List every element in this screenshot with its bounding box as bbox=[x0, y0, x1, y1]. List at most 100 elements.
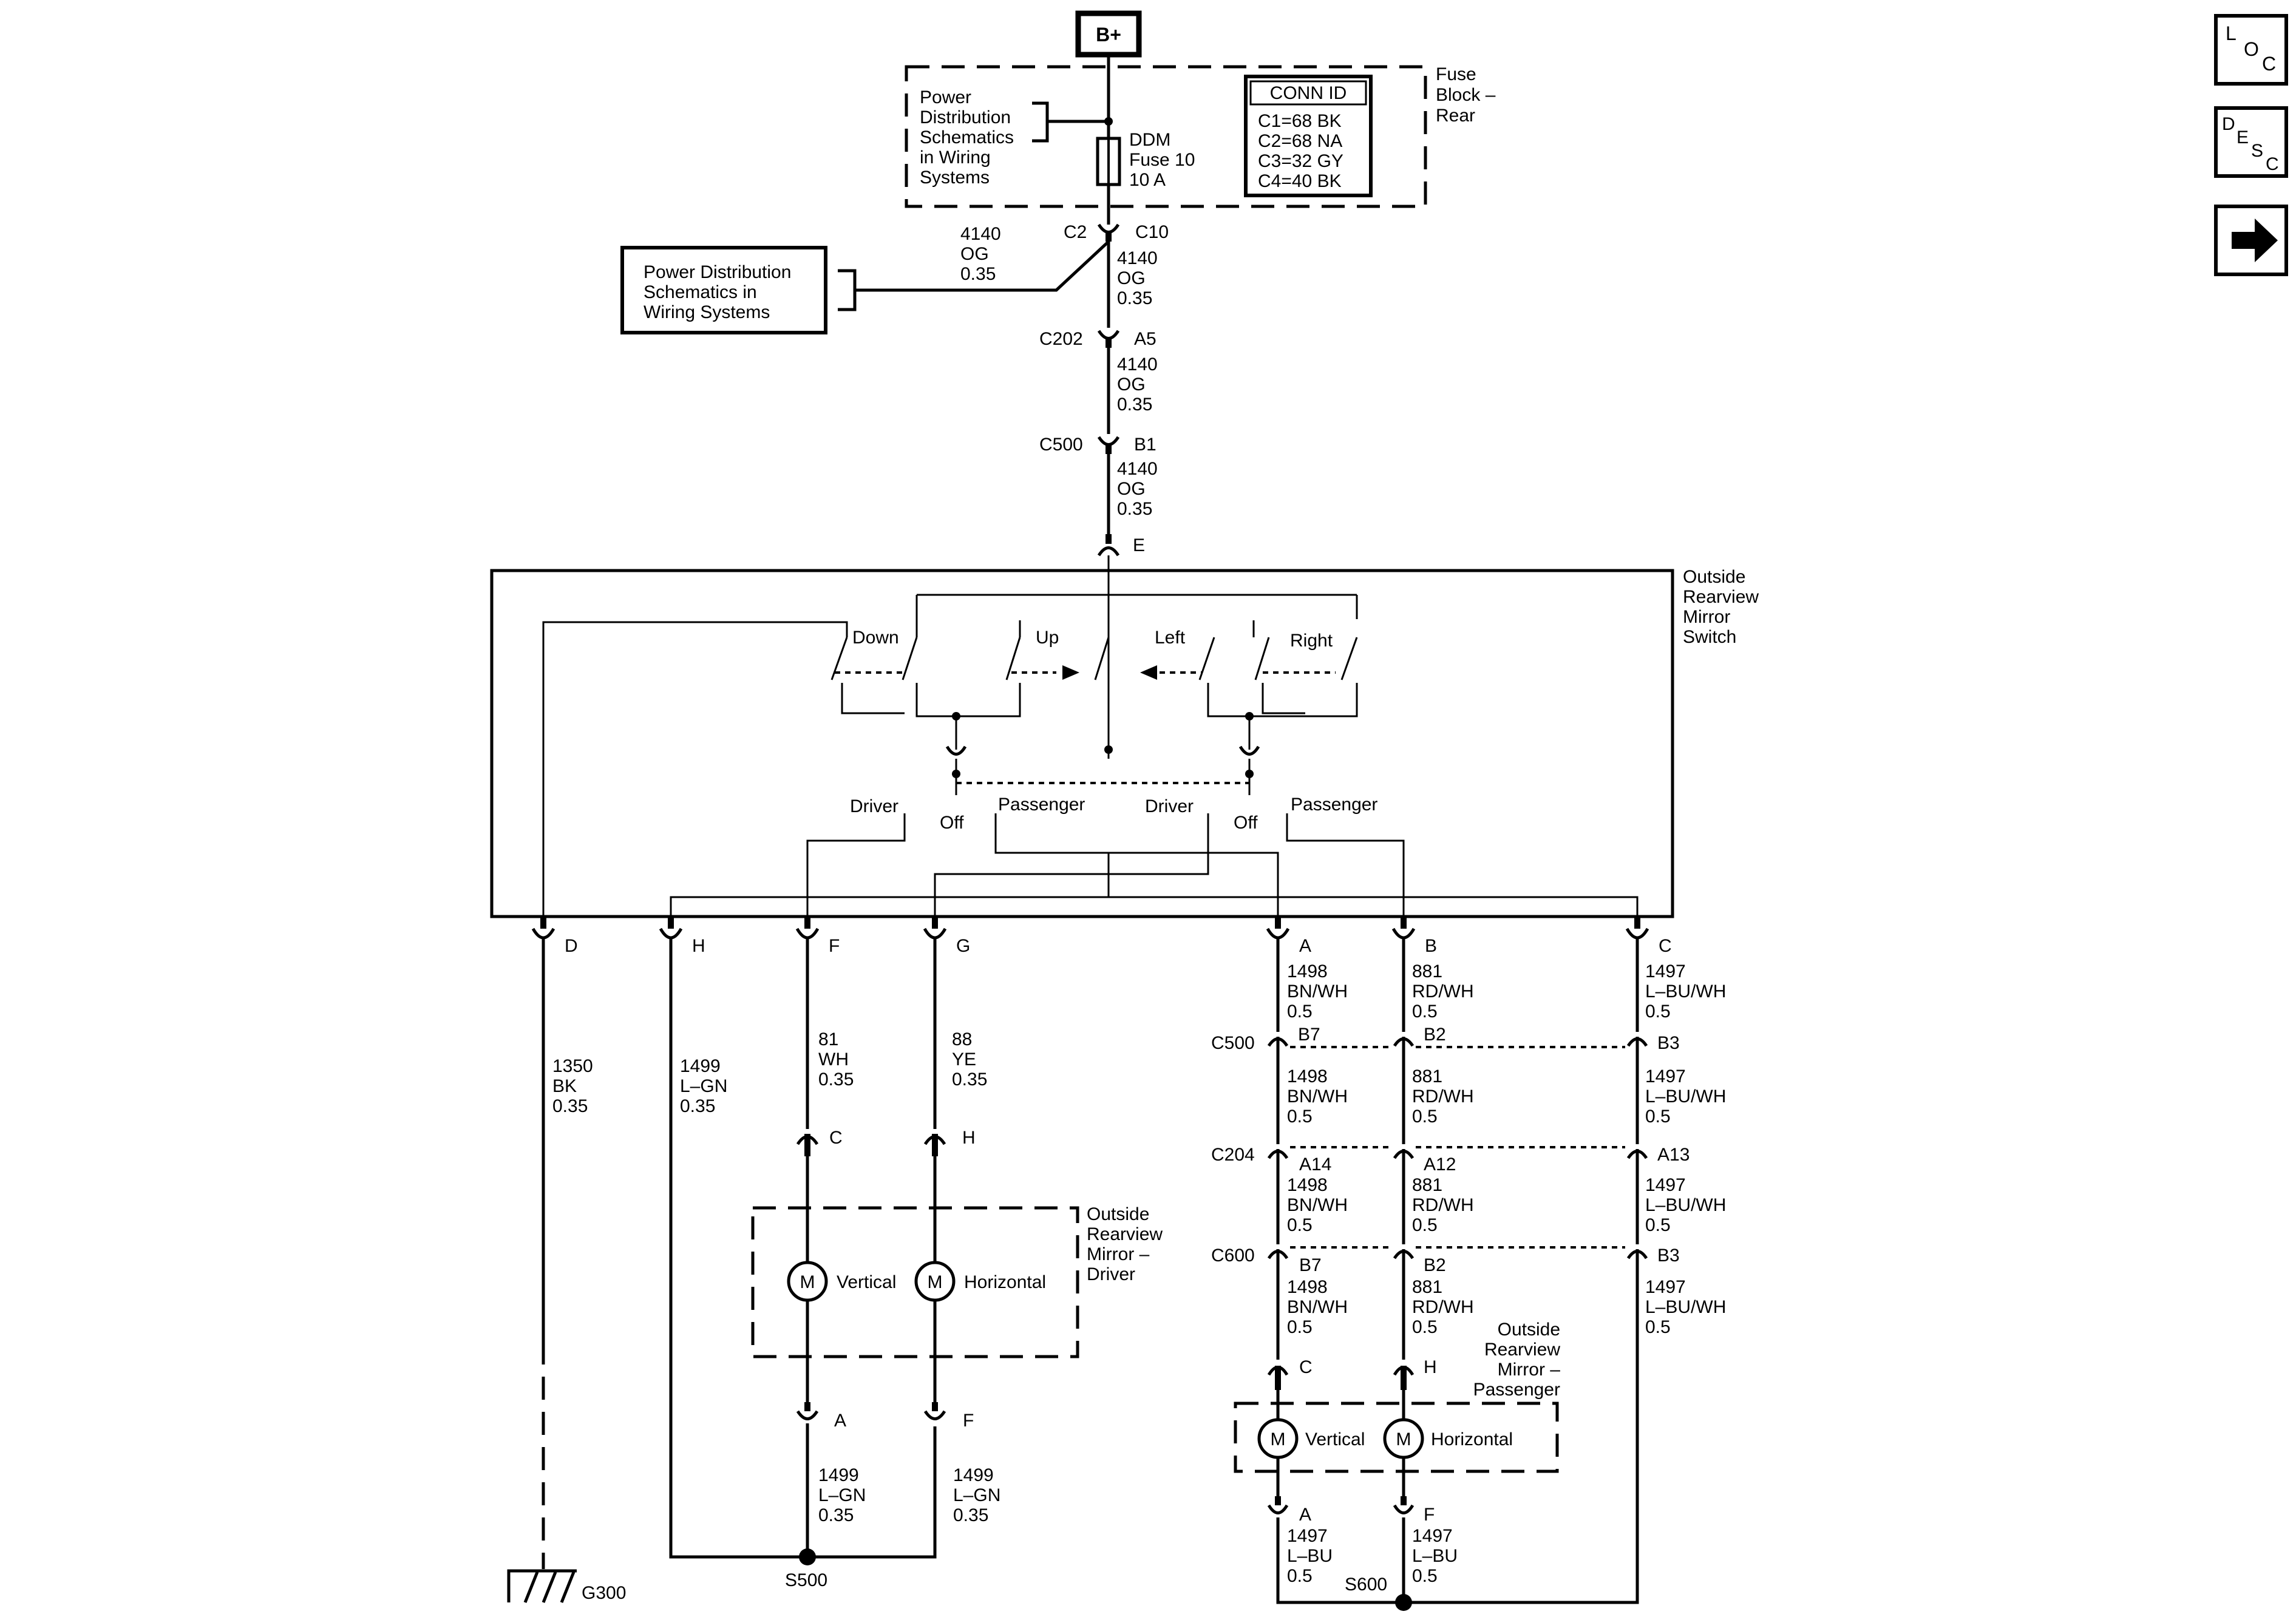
svg-text:B2: B2 bbox=[1424, 1025, 1446, 1045]
svg-text:G: G bbox=[956, 936, 970, 956]
fuse-block-title: Fuse Block – Rear bbox=[1436, 64, 1496, 126]
svg-text:Mirror –: Mirror – bbox=[1087, 1244, 1150, 1264]
svg-text:B+: B+ bbox=[1096, 24, 1121, 46]
svg-text:0.35: 0.35 bbox=[1117, 395, 1152, 415]
svg-text:C: C bbox=[2266, 154, 2279, 174]
svg-text:F: F bbox=[1424, 1505, 1435, 1525]
svg-text:0.35: 0.35 bbox=[1117, 288, 1152, 308]
wire-1499-a: 1499 L–GN 0.35 bbox=[818, 1465, 866, 1525]
svg-text:Outside: Outside bbox=[1498, 1320, 1560, 1340]
svg-text:C4=40 BK: C4=40 BK bbox=[1258, 171, 1342, 191]
svg-text:C202: C202 bbox=[1039, 329, 1083, 349]
svg-text:L–BU/WH: L–BU/WH bbox=[1645, 1086, 1726, 1107]
mirror-switch-title: Outside Rearview Mirror Switch bbox=[1683, 567, 1759, 647]
svg-text:1350: 1350 bbox=[552, 1056, 593, 1076]
svg-text:Passenger: Passenger bbox=[998, 795, 1085, 815]
svg-text:L–BU/WH: L–BU/WH bbox=[1645, 1195, 1726, 1215]
svg-text:0.35: 0.35 bbox=[1117, 499, 1152, 519]
right-arrow-icon bbox=[2232, 219, 2278, 262]
svg-text:0.35: 0.35 bbox=[953, 1505, 988, 1525]
svg-text:1497: 1497 bbox=[1645, 961, 1686, 981]
wire-1497-pf: 1497 L–BU 0.5 bbox=[1412, 1526, 1458, 1586]
svg-text:WH: WH bbox=[818, 1049, 849, 1070]
svg-text:Outside: Outside bbox=[1087, 1204, 1149, 1224]
svg-text:Horizontal: Horizontal bbox=[964, 1272, 1046, 1292]
loc-button[interactable]: L O C bbox=[2214, 14, 2288, 86]
svg-text:OG: OG bbox=[1117, 375, 1146, 395]
svg-text:Power Distribution: Power Distribution bbox=[644, 262, 791, 282]
svg-text:S: S bbox=[2251, 141, 2263, 161]
svg-text:H: H bbox=[1424, 1357, 1437, 1377]
svg-text:B: B bbox=[1425, 936, 1437, 956]
svg-text:Rearview: Rearview bbox=[1484, 1340, 1560, 1360]
svg-text:Outside: Outside bbox=[1683, 567, 1745, 587]
svg-text:1497: 1497 bbox=[1645, 1175, 1686, 1195]
svg-text:10 A: 10 A bbox=[1129, 170, 1166, 190]
svg-text:0.5: 0.5 bbox=[1412, 1002, 1438, 1022]
ground-circuit: 1350 BK 0.35 G300 bbox=[507, 938, 626, 1603]
svg-text:RD/WH: RD/WH bbox=[1412, 1297, 1474, 1317]
passenger-horizontal-motor: M Horizontal bbox=[1383, 1418, 1513, 1459]
svg-text:0.35: 0.35 bbox=[818, 1505, 854, 1525]
svg-text:A14: A14 bbox=[1299, 1154, 1331, 1175]
wire-1499-f: 1499 L–GN 0.35 bbox=[953, 1465, 1000, 1525]
svg-text:E: E bbox=[1133, 535, 1145, 555]
connector-c600: C600 B7 B2 B3 bbox=[1211, 1246, 1680, 1275]
svg-text:Fuse: Fuse bbox=[1436, 64, 1476, 84]
svg-text:1497: 1497 bbox=[1412, 1526, 1453, 1546]
svg-text:4140: 4140 bbox=[1117, 248, 1158, 268]
svg-text:L–BU/WH: L–BU/WH bbox=[1645, 1297, 1726, 1317]
svg-text:81: 81 bbox=[818, 1029, 838, 1049]
power-dist-note: Power Distribution Schematics in Wiring … bbox=[920, 87, 1113, 188]
svg-text:881: 881 bbox=[1412, 1277, 1442, 1297]
svg-text:A12: A12 bbox=[1424, 1154, 1456, 1175]
wire-1497-1: 1497 L–BU/WH 0.5 bbox=[1645, 961, 1726, 1022]
splice-s500: S500 bbox=[785, 1548, 827, 1590]
wire-1498-2: 1498 BN/WH 0.5 bbox=[1287, 1066, 1348, 1127]
wire-881-4: 881 RD/WH 0.5 bbox=[1412, 1277, 1474, 1337]
svg-text:A: A bbox=[1299, 1505, 1311, 1525]
svg-text:0.35: 0.35 bbox=[960, 264, 996, 284]
svg-text:B7: B7 bbox=[1299, 1255, 1322, 1275]
wire-1497-2: 1497 L–BU/WH 0.5 bbox=[1645, 1066, 1726, 1127]
desc-button[interactable]: D E S C bbox=[2214, 106, 2288, 178]
passenger-vertical-motor: M Vertical bbox=[1257, 1418, 1365, 1459]
svg-text:Wiring Systems: Wiring Systems bbox=[644, 302, 770, 322]
svg-text:1498: 1498 bbox=[1287, 961, 1328, 981]
svg-text:L–BU: L–BU bbox=[1287, 1546, 1333, 1566]
fuse-block-outline bbox=[905, 65, 1427, 208]
driver-horizontal-motor: M Horizontal bbox=[914, 1261, 1046, 1302]
svg-text:B3: B3 bbox=[1657, 1246, 1680, 1266]
svg-text:1498: 1498 bbox=[1287, 1175, 1328, 1195]
svg-text:881: 881 bbox=[1412, 1066, 1442, 1086]
svg-text:Distribution: Distribution bbox=[920, 107, 1011, 127]
wire-1498-4: 1498 BN/WH 0.5 bbox=[1287, 1277, 1348, 1337]
svg-text:Schematics: Schematics bbox=[920, 127, 1014, 147]
svg-text:Mirror: Mirror bbox=[1683, 607, 1730, 627]
svg-text:Power: Power bbox=[920, 87, 971, 107]
driver-vertical-motor: M Vertical bbox=[787, 1261, 896, 1302]
wire-1498-1: 1498 BN/WH 0.5 bbox=[1287, 961, 1348, 1022]
svg-text:C: C bbox=[829, 1128, 843, 1148]
svg-text:C500: C500 bbox=[1039, 435, 1083, 455]
svg-text:88: 88 bbox=[952, 1029, 972, 1049]
driver-mirror-title: Outside Rearview Mirror – Driver bbox=[1087, 1204, 1163, 1284]
svg-text:YE: YE bbox=[952, 1049, 976, 1070]
power-dist-box: Power Distribution Schematics in Wiring … bbox=[620, 246, 857, 334]
next-arrow-button[interactable] bbox=[2214, 205, 2288, 276]
switch-output-pins: D H F G A B C bbox=[531, 917, 1672, 956]
connector-c204: C204 A14 A12 A13 bbox=[1211, 1145, 1690, 1175]
svg-text:Switch: Switch bbox=[1683, 627, 1736, 647]
svg-text:0.5: 0.5 bbox=[1287, 1002, 1313, 1022]
svg-text:0.35: 0.35 bbox=[952, 1070, 987, 1090]
svg-text:4140: 4140 bbox=[1117, 354, 1158, 375]
svg-text:Driver: Driver bbox=[850, 796, 898, 816]
wire-1497-3: 1497 L–BU/WH 0.5 bbox=[1645, 1175, 1726, 1235]
svg-text:Block –: Block – bbox=[1436, 85, 1496, 105]
svg-text:Horizontal: Horizontal bbox=[1431, 1429, 1513, 1449]
svg-text:Schematics in: Schematics in bbox=[644, 282, 757, 302]
svg-text:0.5: 0.5 bbox=[1645, 1215, 1671, 1235]
svg-text:O: O bbox=[2244, 38, 2259, 60]
svg-text:4140: 4140 bbox=[960, 224, 1001, 244]
wire-1499-h: 1499 L–GN 0.35 bbox=[669, 938, 937, 1559]
